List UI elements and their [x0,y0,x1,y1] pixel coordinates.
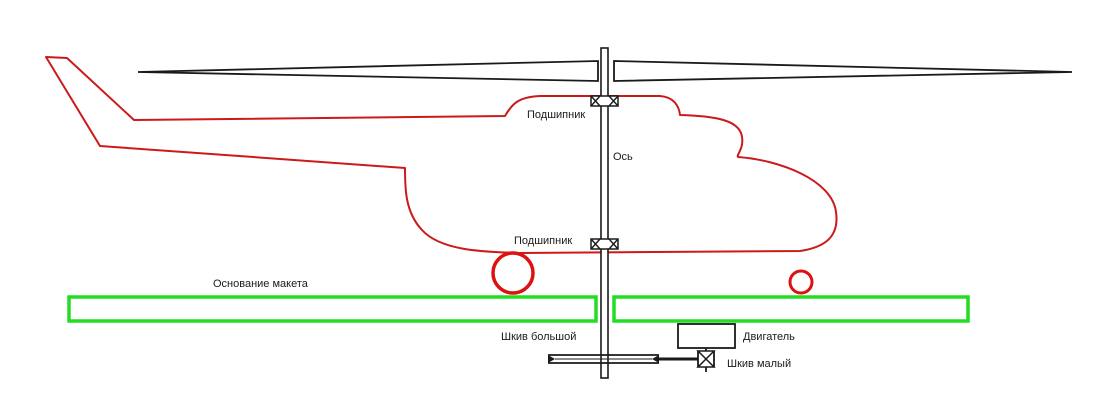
label-base: Основание макета [213,278,309,290]
model-base-left [67,295,598,323]
axis-shaft [600,47,609,379]
label-motor: Двигатель [743,331,795,343]
label-pulley-large: Шкив большой [501,331,576,343]
label-bearing-bottom: Подшипник [514,235,572,247]
motor-box [677,323,736,349]
model-base-right [612,295,970,323]
rotor-blade-left [137,60,599,82]
nose-wheel [788,269,814,295]
label-pulley-small: Шкив малый [727,358,791,370]
label-axis: Ось [613,151,633,163]
rotor-blade-right [613,60,1073,82]
bearing-bottom [590,238,619,250]
main-wheel [491,251,535,295]
label-bearing-top: Подшипник [527,109,585,121]
pulley-large [548,354,659,364]
pulley-small [696,350,716,368]
bearing-top [590,95,619,107]
helicopter-fuselage-outline [45,56,838,254]
